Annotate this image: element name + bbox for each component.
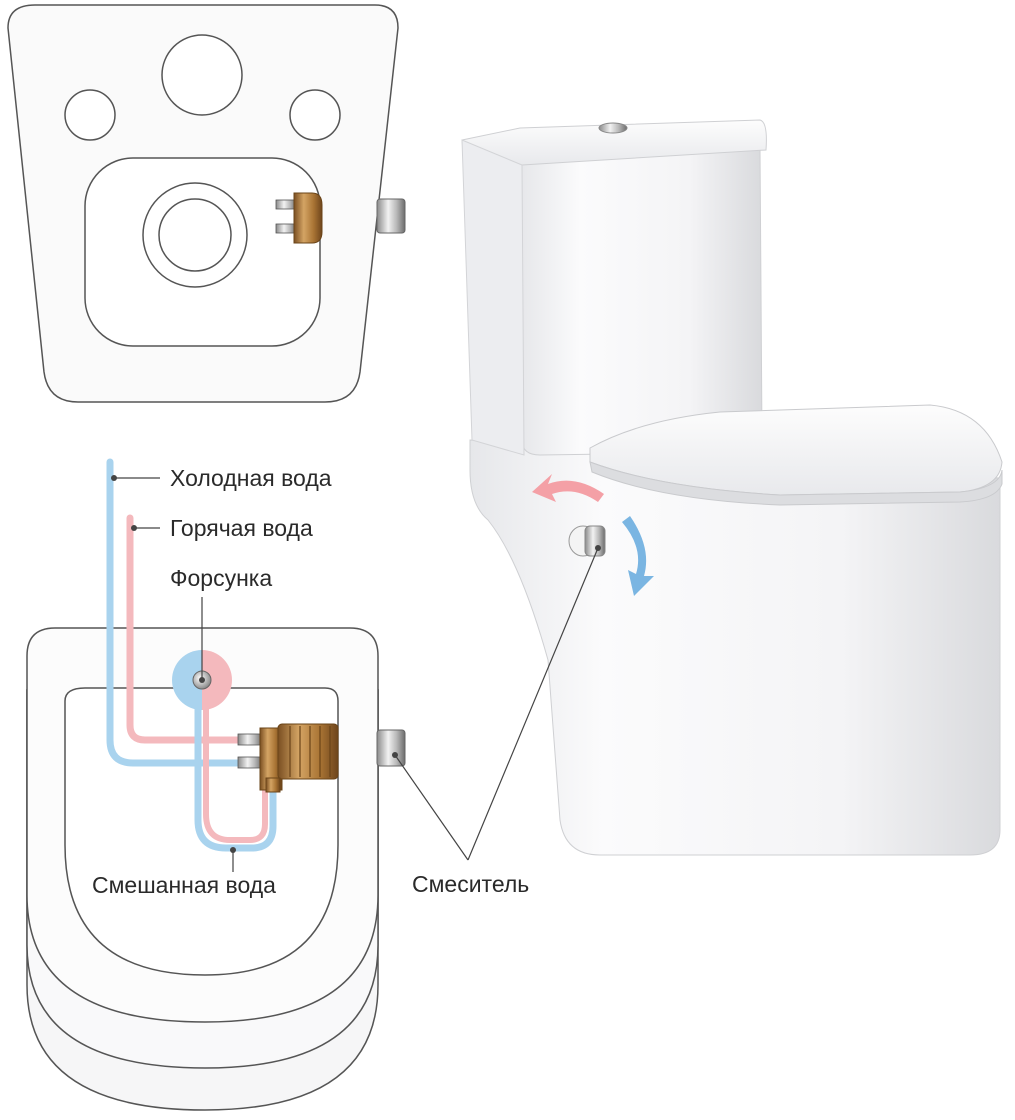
hole-right xyxy=(289,89,341,141)
toilet-tank xyxy=(519,147,763,456)
mixer-knob-side xyxy=(376,729,406,767)
hole-center xyxy=(161,34,243,116)
hot-water-label: Горячая вода xyxy=(170,515,313,541)
hot-water-pipe xyxy=(126,514,249,744)
tank-lid xyxy=(461,119,767,166)
top-drain-inner xyxy=(158,198,232,272)
tank-side xyxy=(461,139,525,456)
leader-dots xyxy=(111,475,601,853)
mixed-water-pipe-blue xyxy=(194,686,277,852)
mixer-valve xyxy=(237,723,339,793)
mixer-label: Смеситель xyxy=(412,871,529,897)
hole-left xyxy=(64,89,116,141)
mixed-water-label: Смешанная вода xyxy=(92,872,276,898)
bottom-seat-view xyxy=(26,458,406,1111)
flush-button-icon xyxy=(598,122,628,134)
top-rear-view xyxy=(7,4,406,403)
mixer-leader-1 xyxy=(394,754,469,861)
mixed-water-pipe-pink xyxy=(203,687,268,843)
cold-water-pipe xyxy=(106,458,249,767)
toilet-illustration xyxy=(461,119,1003,856)
cold-water-label: Холодная вода xyxy=(170,465,332,491)
cold-arrow-icon xyxy=(622,516,654,596)
top-mixer-valve xyxy=(275,192,323,244)
toilet-mixer-knob xyxy=(568,525,606,557)
leader-lines xyxy=(114,477,599,872)
top-mixer-knob xyxy=(376,198,406,234)
hot-arrow-icon xyxy=(532,474,604,502)
seat-edge xyxy=(589,461,1003,506)
mixer-leader-2 xyxy=(467,547,599,861)
nozzle-marker xyxy=(172,650,232,710)
nozzle-label: Форсунка xyxy=(170,565,272,591)
